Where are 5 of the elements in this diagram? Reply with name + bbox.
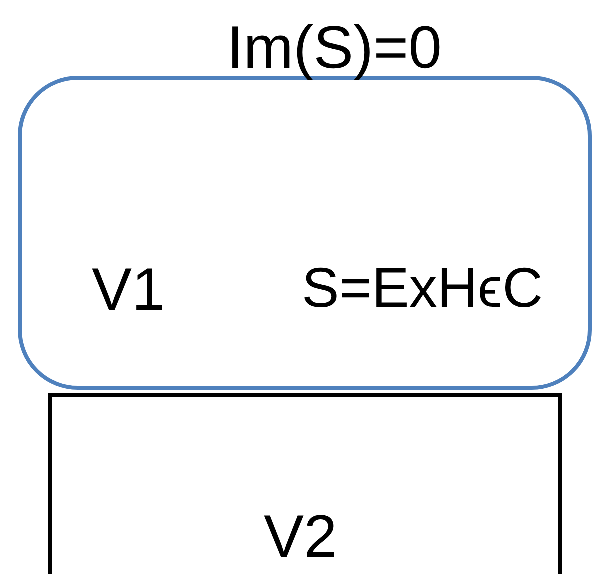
node-label: V1 <box>92 260 166 320</box>
node-label: V2 <box>264 507 338 567</box>
heading-text: Im(S)=0 <box>227 18 442 78</box>
node-label: S=ExHϵC <box>302 260 544 316</box>
rectangle-box <box>48 393 562 574</box>
